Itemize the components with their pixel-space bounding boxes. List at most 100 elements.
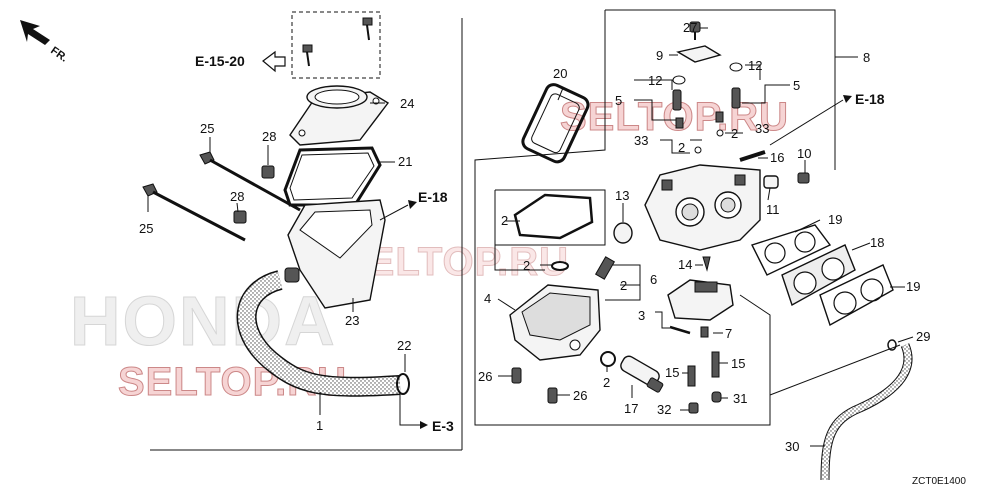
callout-12: 12 <box>748 58 762 73</box>
callout-17: 17 <box>624 401 638 416</box>
washer-icon <box>261 165 275 179</box>
callout-2: 2 <box>501 213 508 228</box>
long-bolt-icon <box>199 151 301 212</box>
front-direction-arrow: FR. <box>20 20 70 65</box>
callout-33: 33 <box>634 133 648 148</box>
float-chamber-part <box>509 284 601 361</box>
screw-26b-icon <box>547 387 558 404</box>
jet-icon <box>675 117 684 129</box>
insulator-18 <box>781 244 856 307</box>
callout-13: 13 <box>615 188 629 203</box>
solenoid-part <box>620 355 664 393</box>
callout-15: 15 <box>665 365 679 380</box>
screw-16-icon <box>739 150 766 162</box>
callout-27: 27 <box>683 20 697 35</box>
callout-2: 2 <box>523 258 530 273</box>
callout-14: 14 <box>678 257 692 272</box>
callout-11: 11 <box>766 202 780 217</box>
o-ring-icon <box>600 351 616 367</box>
washer-icon <box>233 210 247 224</box>
callout-20: 20 <box>553 66 567 81</box>
intake-elbow-part <box>289 85 390 146</box>
callout-22: 22 <box>397 338 411 353</box>
bracket-11-part <box>763 175 779 189</box>
screw-7-icon <box>700 326 709 338</box>
hose-clamp-icon <box>396 373 410 395</box>
callout-2: 2 <box>620 278 627 293</box>
needle-valve-icon <box>702 256 711 272</box>
float-part <box>667 279 734 321</box>
ref-e18-mid: E-18 <box>418 189 448 205</box>
insulator-gasket-19a <box>751 224 832 276</box>
callout-25: 25 <box>139 221 153 236</box>
callout-8: 8 <box>863 50 870 65</box>
callout-28: 28 <box>262 129 276 144</box>
screw-15a-icon <box>687 365 696 387</box>
callout-16: 16 <box>770 150 784 165</box>
screw-26a-icon <box>511 367 522 384</box>
callout-10: 10 <box>797 146 811 161</box>
ref-e3-leader <box>399 395 420 426</box>
callout-26: 26 <box>478 369 492 384</box>
ref-e18-top: E-18 <box>855 91 885 107</box>
callout-18: 18 <box>870 235 884 250</box>
gasket-20-part <box>521 83 590 164</box>
callout-24: 24 <box>400 96 414 111</box>
callout-23: 23 <box>345 313 359 328</box>
assembly-bracket-right <box>605 294 771 426</box>
callout-4: 4 <box>484 291 491 306</box>
honda-watermark: HONDA <box>70 282 337 360</box>
jet-icon <box>672 89 682 111</box>
callout-32: 32 <box>657 402 671 417</box>
diagram-code: ZCT0E1400 <box>912 476 966 487</box>
callout-29: 29 <box>916 329 930 344</box>
long-bolt-icon <box>142 183 246 242</box>
callout-15: 15 <box>731 356 745 371</box>
callout-30: 30 <box>785 439 799 454</box>
bolt-icon <box>362 17 373 41</box>
float-chamber-gasket <box>513 193 594 240</box>
callout-3: 3 <box>638 308 645 323</box>
carburetor-body-part <box>644 164 761 251</box>
callout-2: 2 <box>678 140 685 155</box>
float-pin-icon <box>669 325 691 335</box>
callout-1: 1 <box>316 418 323 433</box>
intake-manifold-part <box>284 199 386 309</box>
callout-7: 7 <box>725 326 732 341</box>
screw-10-icon <box>797 172 810 184</box>
callout-31: 31 <box>733 391 747 406</box>
callout-25: 25 <box>200 121 214 136</box>
callout-5: 5 <box>615 93 622 108</box>
callout-21: 21 <box>398 154 412 169</box>
plug-31-icon <box>711 391 722 403</box>
insulator-gasket-19b <box>819 264 894 327</box>
drain-hose-part <box>821 343 912 481</box>
ref-e15-20: E-15-20 <box>195 53 245 69</box>
callout-33: 33 <box>755 121 769 136</box>
callout-19: 19 <box>906 279 920 294</box>
ref-e3: E-3 <box>432 418 454 434</box>
group-8-bracket <box>605 9 836 170</box>
callout-9: 9 <box>656 48 663 63</box>
callout-6: 6 <box>650 272 657 287</box>
callout-26: 26 <box>573 388 587 403</box>
screw-15b-icon <box>711 351 720 378</box>
jet-icon <box>731 87 741 109</box>
o-ring-icon <box>551 261 569 271</box>
callout-28: 28 <box>230 189 244 204</box>
breather-hose-part <box>238 271 401 396</box>
callout-2: 2 <box>731 126 738 141</box>
callout-19: 19 <box>828 212 842 227</box>
plug-part <box>613 222 633 244</box>
callout-2: 2 <box>603 375 610 390</box>
jet-icon <box>715 111 724 123</box>
assembly-bracket <box>474 10 606 426</box>
callout-5: 5 <box>793 78 800 93</box>
plate-part <box>676 45 722 63</box>
seltop-watermark-middle: SELTOP.RU <box>340 240 569 284</box>
bolts-dashed-box <box>291 11 381 79</box>
float-gasket-bracket <box>494 189 606 246</box>
ref-e15-20-arrow <box>262 50 286 73</box>
